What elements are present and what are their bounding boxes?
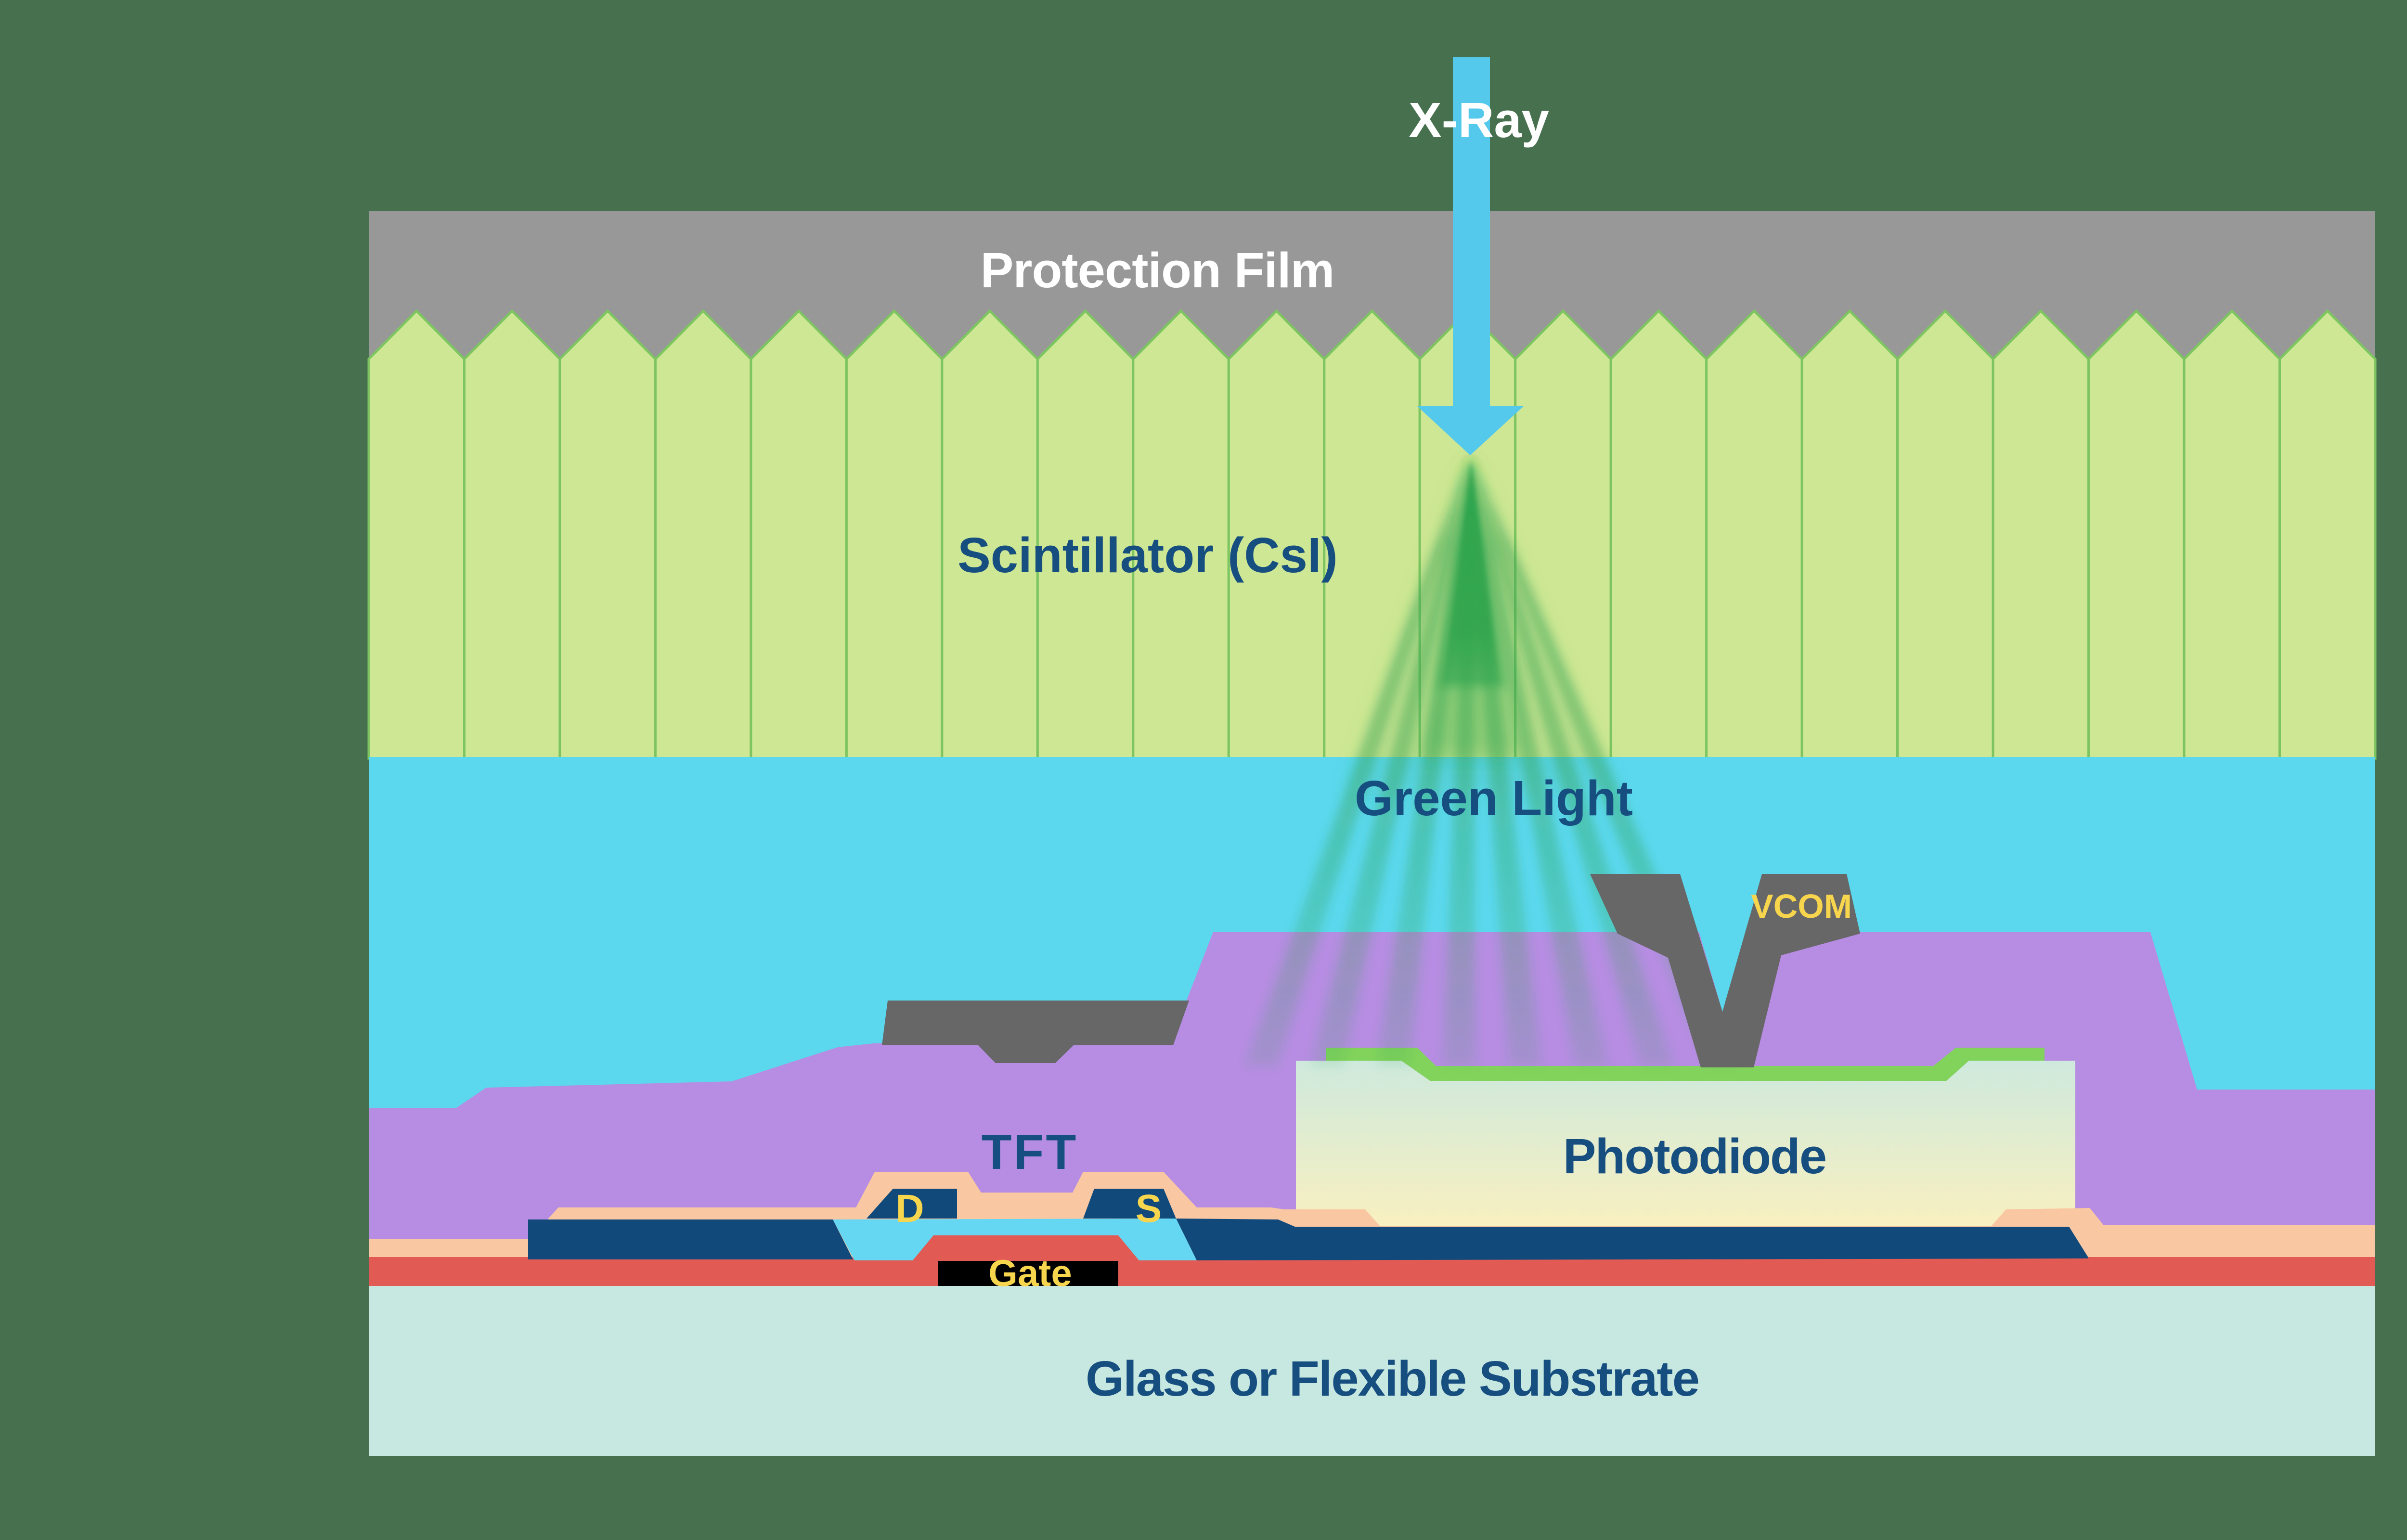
svg-text:X-Ray: X-Ray: [1409, 92, 1549, 148]
svg-text:D: D: [895, 1187, 924, 1231]
svg-text:Protection Film: Protection Film: [981, 243, 1334, 298]
svg-text:TFT: TFT: [982, 1124, 1078, 1180]
svg-text:VCOM: VCOM: [1751, 887, 1852, 925]
svg-text:Scintillator (CsI): Scintillator (CsI): [958, 527, 1338, 583]
svg-text:Glass or Flexible Substrate: Glass or Flexible Substrate: [1086, 1351, 1699, 1406]
svg-text:Green Light: Green Light: [1355, 770, 1633, 826]
svg-text:Photodiode: Photodiode: [1563, 1129, 1826, 1184]
svg-text:Gate: Gate: [988, 1252, 1072, 1294]
svg-text:S: S: [1136, 1187, 1162, 1231]
